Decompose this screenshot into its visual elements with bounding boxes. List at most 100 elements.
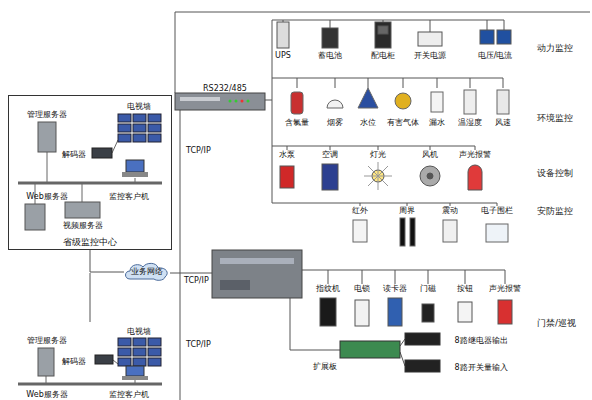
- device-label: Web服务器: [22, 192, 72, 202]
- device-label: 电子围栏: [474, 206, 520, 216]
- wire: [287, 146, 288, 150]
- sensor-icon: [291, 92, 303, 114]
- wire: [407, 203, 408, 206]
- device-label: 读卡器: [377, 284, 413, 294]
- control-icon: [280, 162, 482, 190]
- collector-device: [241, 100, 244, 103]
- device-label: 开关电源: [408, 51, 452, 61]
- power-icon: [277, 22, 511, 48]
- module-icon: [340, 333, 440, 372]
- device-label: 风速: [488, 118, 518, 128]
- wire: [335, 78, 336, 88]
- node-text: 监控客户机: [100, 192, 158, 202]
- power-icon: [322, 28, 338, 48]
- wire: [437, 78, 438, 88]
- node-text: 烟雾: [320, 118, 350, 128]
- device-label: 周界: [392, 206, 422, 216]
- wire: [272, 20, 273, 203]
- decoder-icon: [95, 355, 113, 364]
- device-label: 红外: [345, 206, 375, 216]
- device-label: 门磁: [413, 284, 443, 294]
- device-label: 蓄电池: [310, 51, 350, 61]
- server-bus: [82, 183, 83, 202]
- sensor-icon: [464, 90, 476, 114]
- node-text: 开关电源: [408, 51, 452, 61]
- device-label: 监控客户机: [100, 192, 158, 202]
- server-bus: [135, 178, 136, 183]
- security-icon: [443, 220, 457, 242]
- server-bus: [47, 152, 48, 183]
- device-label: 电视墙: [114, 327, 164, 337]
- module-icon: [340, 341, 400, 358]
- wire: [497, 203, 498, 206]
- device-label: 声光报警: [452, 150, 498, 160]
- device-label: 电锁: [347, 284, 377, 294]
- node-text: 按钮: [450, 284, 480, 294]
- wire: [505, 270, 506, 284]
- wire: [265, 100, 272, 101]
- node-text: 配电柜: [363, 51, 403, 61]
- tv-wall-icon: [133, 348, 146, 356]
- node-text: 管理服务器: [22, 110, 72, 120]
- wire: [90, 12, 590, 400]
- module-icon: [405, 360, 440, 372]
- node-text: 风机: [415, 150, 445, 160]
- tv-wall-icon: [148, 134, 161, 142]
- node-text: Web服务器: [22, 192, 72, 202]
- tv-wall-icon: [133, 338, 146, 346]
- tv-wall-icon: [133, 114, 146, 122]
- wire: [297, 78, 298, 88]
- node-text: Web服务器: [22, 390, 72, 400]
- node-text: 红外: [345, 206, 375, 216]
- node-text: 漏水: [422, 118, 452, 128]
- access-controller: [220, 258, 294, 264]
- device-label: 声光报警: [482, 284, 528, 294]
- control-icon: [280, 166, 294, 188]
- server-bus: [18, 140, 162, 384]
- device-label: 电视墙: [114, 102, 164, 112]
- control-icon: [364, 162, 392, 190]
- tv-wall-icon: [133, 134, 146, 142]
- control-icon: [427, 173, 433, 179]
- device-label: 解码器: [58, 150, 90, 160]
- node-text: 扩展板: [307, 362, 343, 372]
- server-bus: [113, 360, 118, 364]
- module-icon: [405, 333, 440, 345]
- node-text: 监控客户机: [100, 390, 158, 400]
- security-icon: [400, 218, 405, 246]
- power-icon: [497, 30, 511, 44]
- sensor-icon: [291, 88, 509, 114]
- node-text: 蓄电池: [310, 51, 350, 61]
- link-label: TCP/IP: [186, 146, 211, 156]
- wire: [487, 20, 488, 30]
- node-text: 周界: [392, 206, 422, 216]
- collector-device: [235, 100, 238, 103]
- node-text: 声光报警: [452, 150, 498, 160]
- access-icon: [498, 300, 512, 324]
- node-text: 空调: [315, 150, 345, 160]
- category-label: 门禁/巡视: [537, 318, 576, 328]
- node-text: 电视墙: [114, 102, 164, 112]
- wire: [475, 146, 476, 150]
- power-icon: [277, 22, 289, 48]
- wire: [272, 78, 503, 79]
- tv-wall-icon: [133, 358, 146, 366]
- link-label: TCP/IP: [184, 276, 209, 286]
- wire: [175, 12, 590, 93]
- wire: [395, 270, 396, 284]
- category-label: 环境监控: [537, 113, 573, 123]
- node-text: 震动: [435, 206, 465, 216]
- link-label: RS232/485: [203, 84, 247, 94]
- access-icon: [388, 298, 402, 326]
- security-icon: [410, 218, 415, 246]
- node-text: 声光报警: [482, 284, 528, 294]
- device-label: 8路继电器输出: [445, 336, 517, 346]
- tv-wall-icon: [148, 358, 161, 366]
- device-label: 空调: [315, 150, 345, 160]
- wire: [470, 78, 471, 88]
- access-icon: [320, 298, 336, 326]
- access-icon: [355, 300, 369, 326]
- device-label: 温湿度: [452, 118, 488, 128]
- laptop-icon: [122, 376, 148, 380]
